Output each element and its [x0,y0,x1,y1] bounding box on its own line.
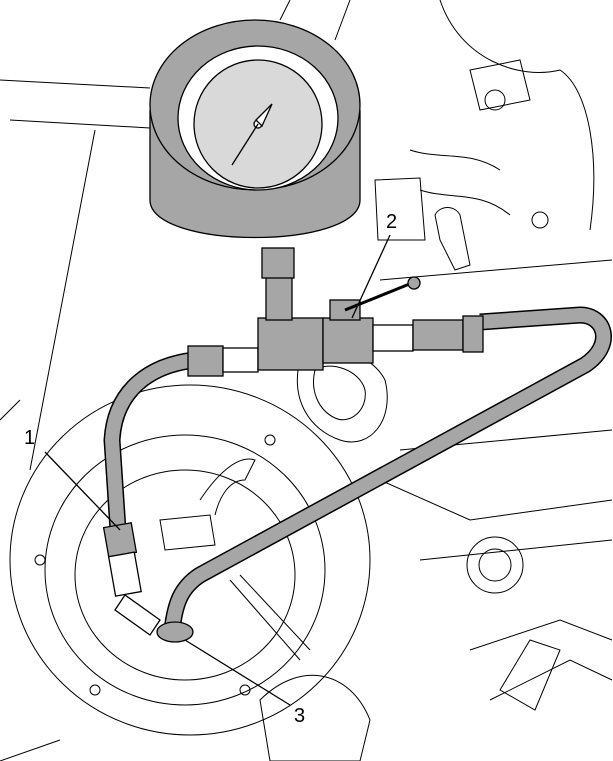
callout-3: 3 [294,705,306,727]
connectors [102,522,194,643]
callout-leaders [44,234,391,706]
callout-2: 2 [386,211,398,233]
fuel-tank-opening [9,384,371,761]
pressure-gauge [149,19,361,239]
callout-1: 1 [24,427,36,449]
t-fitting [187,247,484,377]
hose [103,306,612,632]
